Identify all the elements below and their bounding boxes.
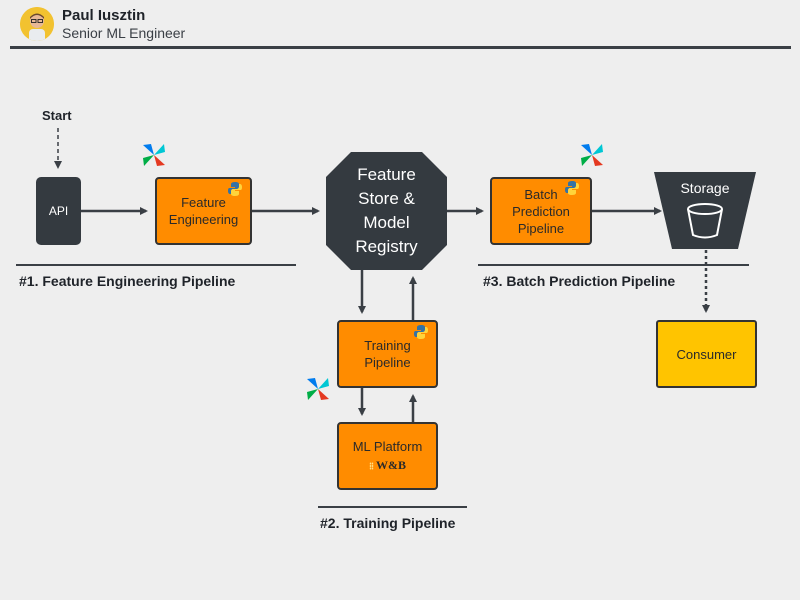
author-title: Senior ML Engineer	[62, 25, 186, 41]
batch-line1: Batch	[524, 186, 558, 202]
pipeline-1-rule	[16, 264, 296, 266]
wandb-label: W&B	[376, 457, 406, 472]
feature-store-line1: Feature	[357, 165, 416, 184]
consumer-node: Consumer	[656, 320, 757, 388]
storage-label: Storage	[680, 180, 730, 196]
header-divider	[10, 46, 791, 49]
batch-line3: Pipeline	[517, 220, 565, 236]
bucket-icon	[687, 203, 723, 239]
author-name: Paul Iusztin	[62, 7, 146, 24]
pipeline-3-label: #3. Batch Prediction Pipeline	[483, 273, 676, 289]
storage-shape	[654, 172, 756, 249]
feature-engineering-line1: Feature	[181, 195, 226, 210]
feature-store-node: Feature Store & Model Registry	[326, 152, 447, 270]
airflow-icon	[143, 144, 165, 166]
pipeline-2-rule	[318, 506, 467, 508]
airflow-icon	[581, 144, 603, 166]
feature-engineering-line2: Engineering	[168, 212, 239, 227]
pipeline-1-label: #1. Feature Engineering Pipeline	[19, 273, 236, 289]
airflow-icon	[307, 378, 329, 400]
training-line2: Pipeline	[364, 355, 411, 370]
ml-platform-node: ML Platform ⁞⁞W&B	[337, 422, 438, 490]
feature-store-shape	[326, 152, 447, 270]
api-node: API	[36, 177, 81, 245]
feature-store-line2: Store &	[358, 189, 415, 208]
avatar	[20, 7, 54, 41]
pipeline-3-rule	[478, 264, 749, 266]
python-icon	[228, 182, 242, 196]
pipeline-2-label: #2. Training Pipeline	[320, 515, 456, 531]
python-icon	[565, 181, 579, 195]
batch-line2: Prediction	[512, 203, 570, 219]
python-icon	[414, 325, 428, 339]
feature-store-line4: Registry	[355, 237, 418, 256]
wandb-icon: ⁞⁞W&B	[369, 457, 406, 472]
feature-store-line3: Model	[363, 213, 410, 232]
consumer-label: Consumer	[676, 346, 737, 362]
training-pipeline-node: Training Pipeline	[337, 320, 438, 388]
training-line1: Training	[364, 338, 411, 353]
ml-platform-label: ML Platform	[352, 438, 423, 454]
api-label: API	[48, 204, 69, 218]
start-label: Start	[42, 108, 72, 123]
